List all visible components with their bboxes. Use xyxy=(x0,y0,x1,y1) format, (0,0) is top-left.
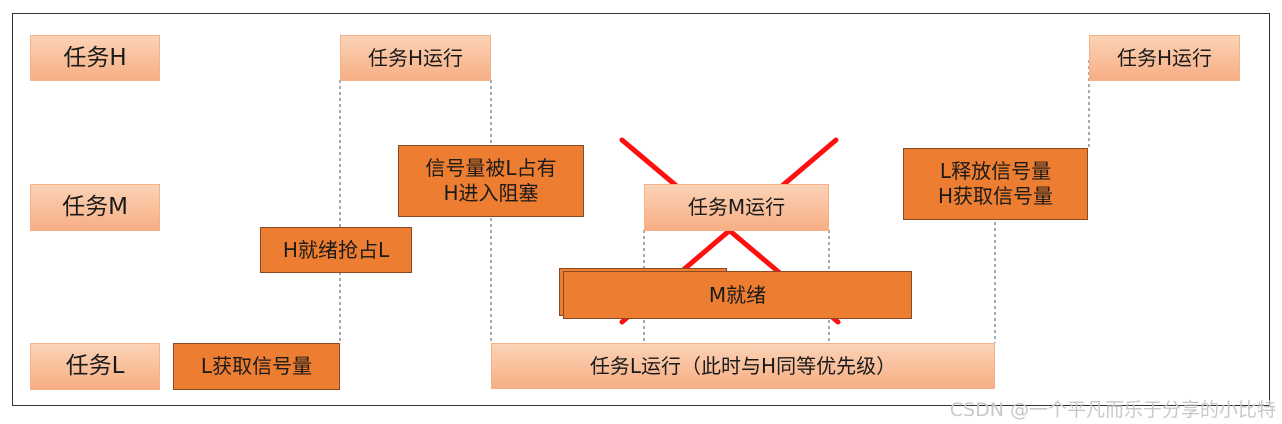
l-acquire-semaphore-note: L获取信号量 xyxy=(173,343,340,390)
lane-label-task-l: 任务L xyxy=(30,343,160,390)
diagram-frame xyxy=(12,13,1270,406)
semaphore-blocked-line-2: H进入阻塞 xyxy=(443,181,539,205)
l-release-semaphore-note: L释放信号量 H获取信号量 xyxy=(903,148,1088,220)
task-l-run-block: 任务L运行（此时与H同等优先级） xyxy=(491,343,995,389)
semaphore-blocked-note: 信号量被L占有 H进入阻塞 xyxy=(398,145,584,217)
watermark: CSDN @一个平凡而乐于分享的小比特 xyxy=(949,399,1276,421)
lane-label-task-h: 任务H xyxy=(30,35,160,81)
semaphore-blocked-line-1: 信号量被L占有 xyxy=(425,156,557,180)
task-m-run-block: 任务M运行 xyxy=(644,184,829,231)
m-ready-note: M就绪 xyxy=(563,271,912,319)
task-h-run-block-1: 任务H运行 xyxy=(340,35,491,81)
h-ready-preempt-note: H就绪抢占L xyxy=(260,227,412,273)
l-release-line-1: L释放信号量 xyxy=(939,159,1052,183)
l-release-line-2: H获取信号量 xyxy=(937,184,1054,208)
lane-label-task-m: 任务M xyxy=(30,184,160,231)
task-h-run-block-2: 任务H运行 xyxy=(1089,35,1240,81)
